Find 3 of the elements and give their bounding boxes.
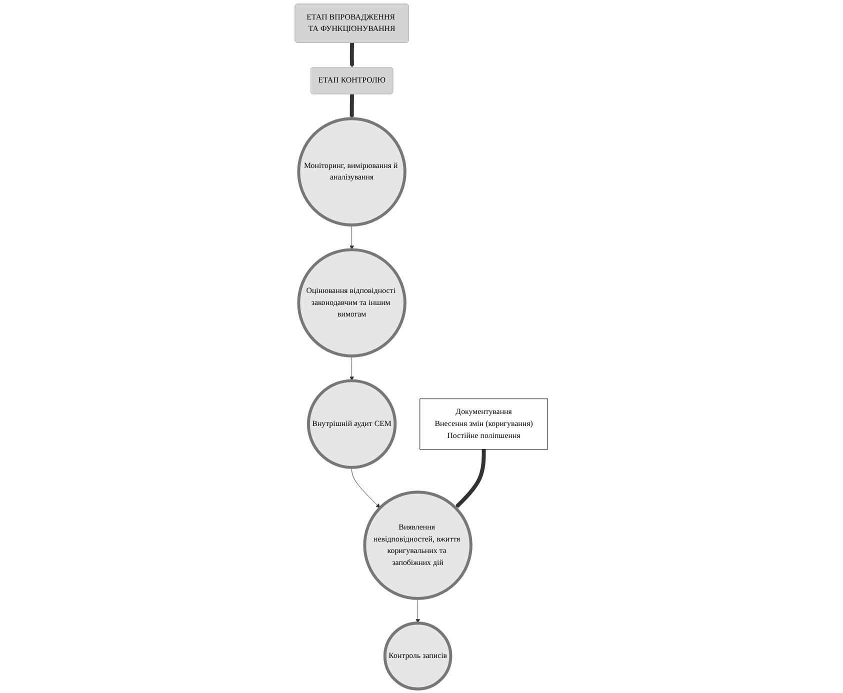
arrow <box>350 42 354 68</box>
arrow <box>456 449 486 508</box>
arrow <box>350 94 354 119</box>
